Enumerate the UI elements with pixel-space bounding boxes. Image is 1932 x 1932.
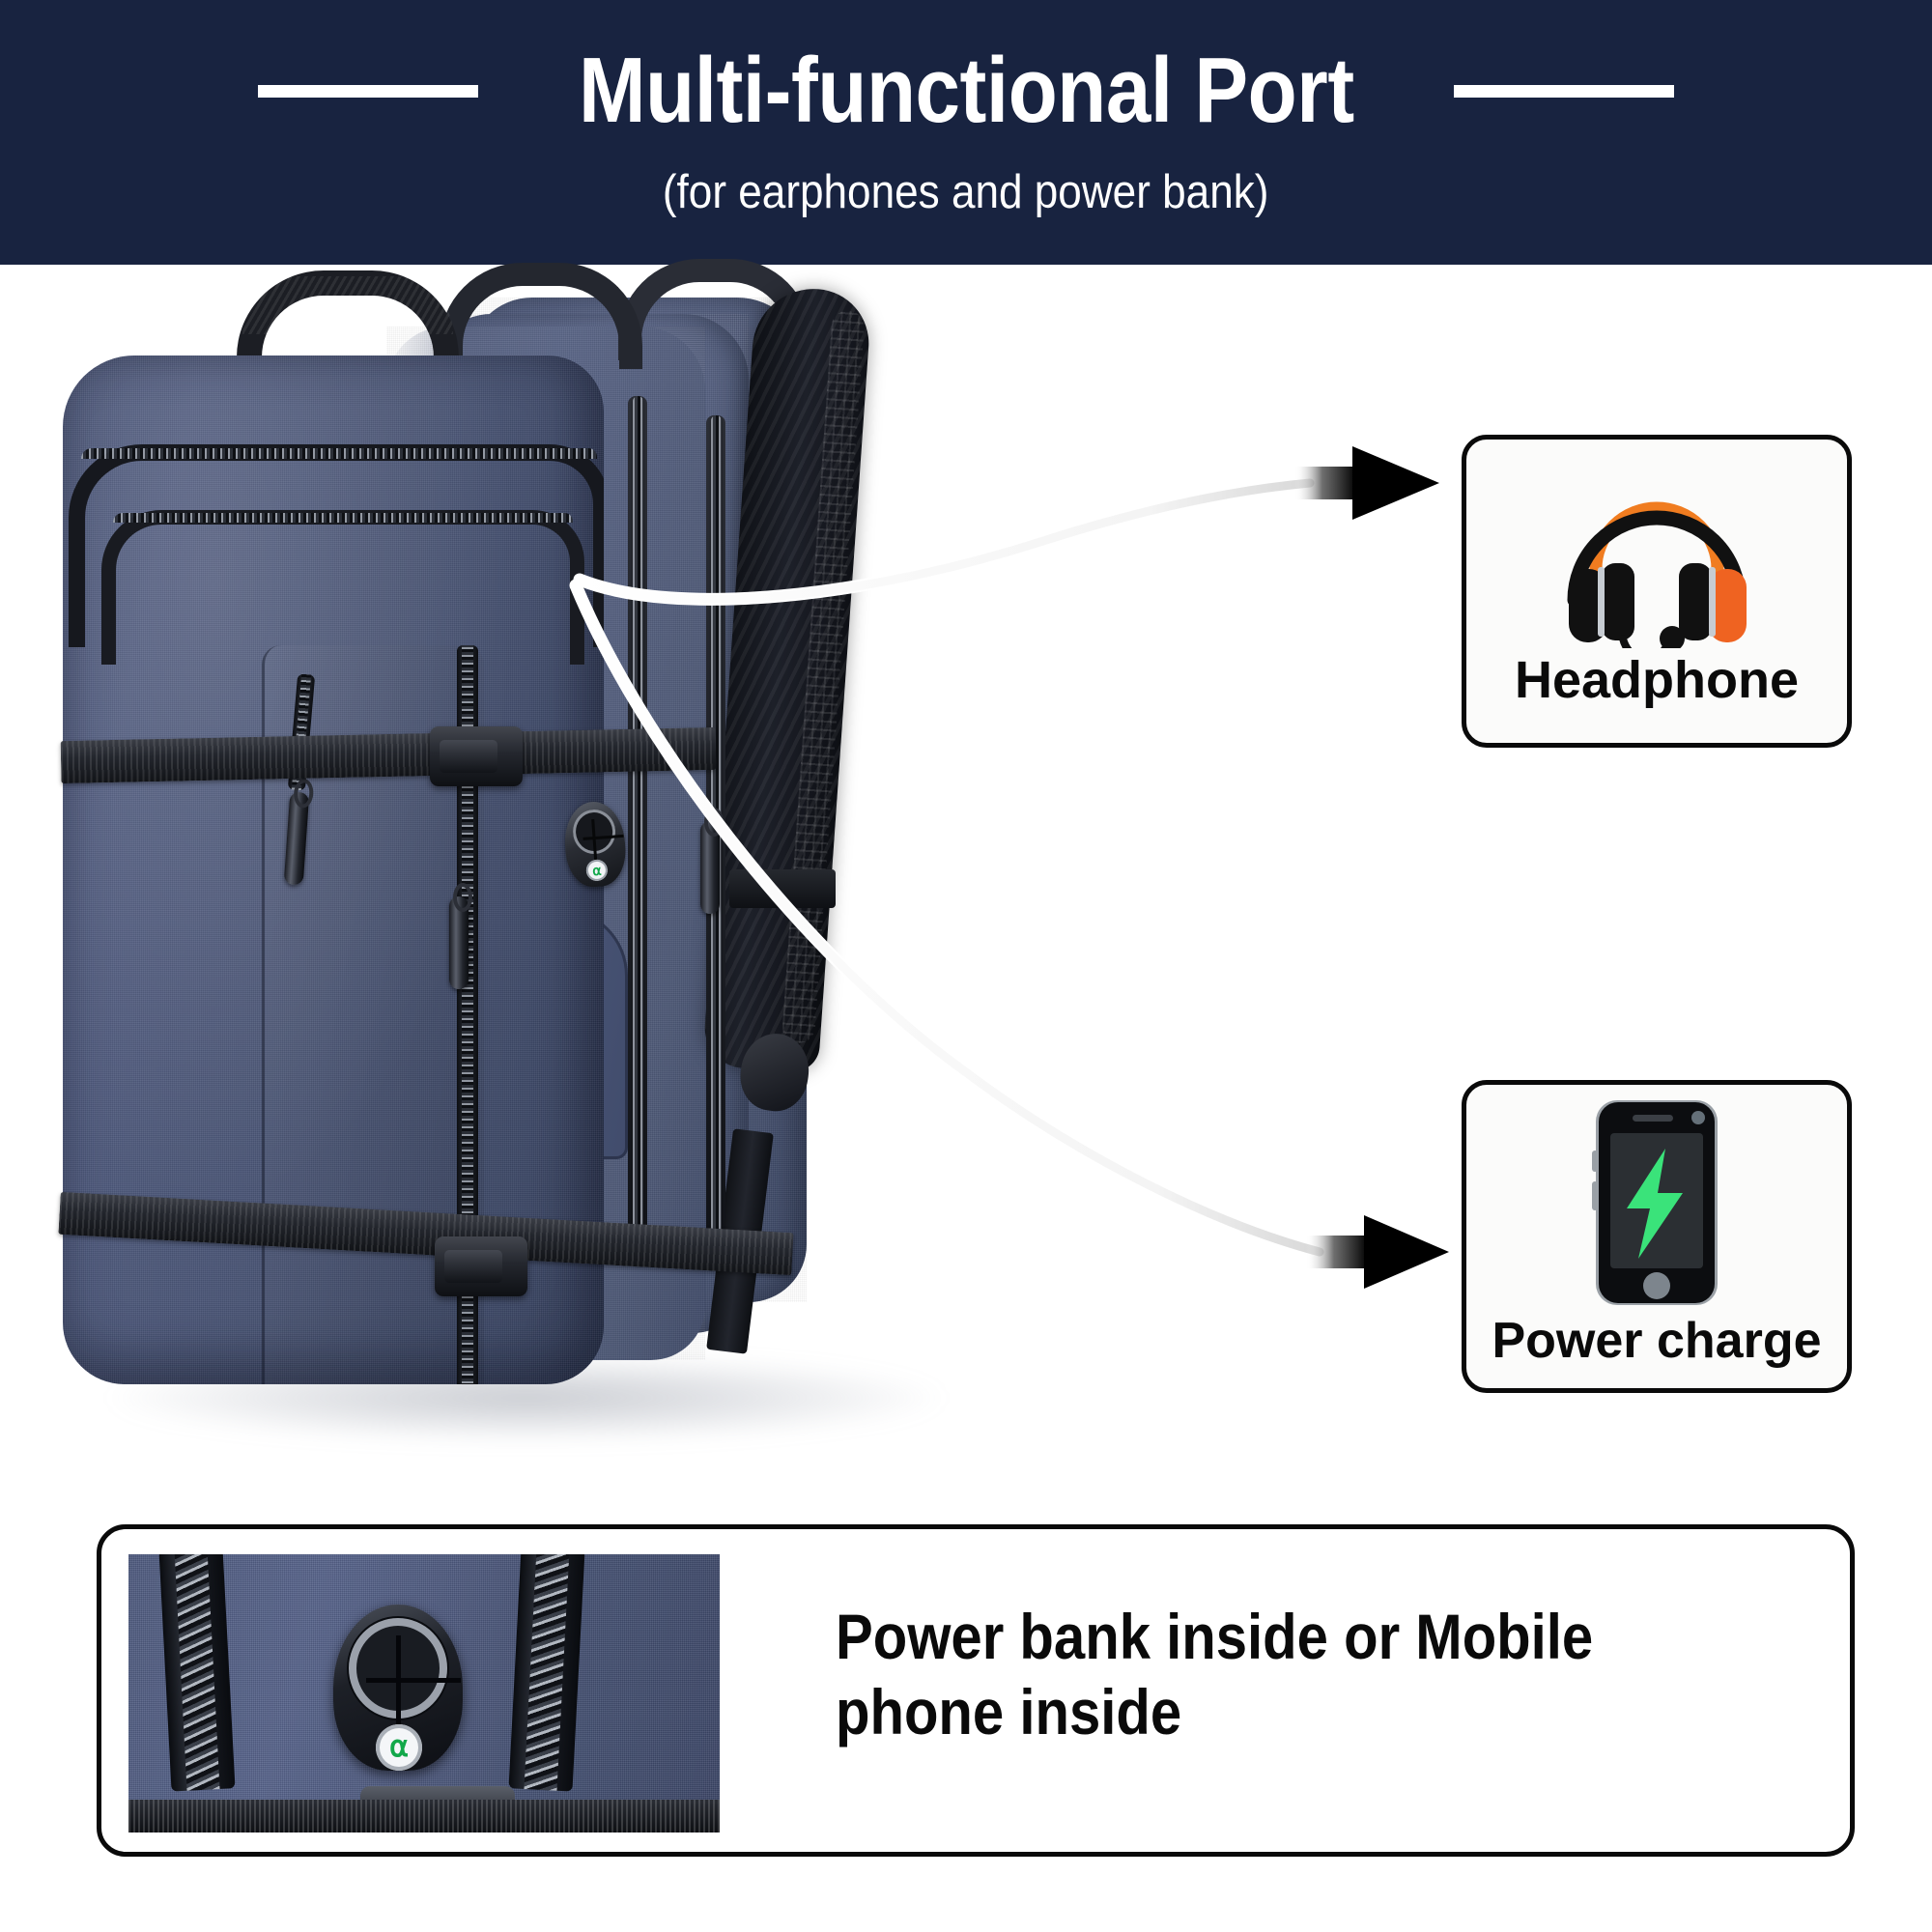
closeup-zipper-left bbox=[158, 1554, 236, 1792]
top-strap-buckle bbox=[430, 726, 523, 786]
strap-loop bbox=[729, 869, 836, 908]
zipper-teeth-rear-a bbox=[633, 396, 643, 1265]
closeup-port-opening bbox=[349, 1618, 461, 1728]
shoulder-strap-mesh bbox=[781, 309, 866, 1044]
headphone-glyph-icon: ⍺ bbox=[591, 862, 603, 879]
closeup-zipper-right bbox=[508, 1554, 585, 1792]
headset-icon bbox=[1546, 455, 1768, 664]
page-subtitle: (for earphones and power bank) bbox=[0, 164, 1932, 220]
callout-headphone-label: Headphone bbox=[1514, 651, 1800, 709]
closeup-webbing-strap bbox=[128, 1800, 720, 1833]
bottom-detail-panel: ⍺ Power bank inside or Mobile phone insi… bbox=[97, 1524, 1855, 1857]
body-vertical-zipper bbox=[457, 645, 478, 1384]
banner-dash-left bbox=[257, 84, 478, 98]
arrow-to-power-charge bbox=[1306, 1215, 1449, 1289]
callout-power-charge-label: Power charge bbox=[1492, 1313, 1822, 1369]
zipper-pull-body bbox=[449, 883, 472, 989]
product-photo: ⍺ bbox=[53, 259, 1135, 1478]
closeup-headphone-glyph-icon: ⍺ bbox=[389, 1731, 409, 1763]
banner-title-row: Multi-functional Port bbox=[0, 33, 1932, 149]
port-closeup-photo: ⍺ bbox=[128, 1554, 720, 1833]
backpack-handle-mid bbox=[440, 263, 642, 369]
port-headphone-badge: ⍺ bbox=[585, 859, 609, 882]
callout-power-charge[interactable]: Power charge bbox=[1462, 1080, 1852, 1393]
header-banner: Multi-functional Port (for earphones and… bbox=[0, 0, 1932, 265]
bottom-caption: Power bank inside or Mobile phone inside bbox=[836, 1599, 1802, 1749]
zipper-pull-rear bbox=[700, 808, 724, 914]
page-title: Multi-functional Port bbox=[578, 39, 1354, 142]
arrow-to-headphone bbox=[1294, 446, 1439, 520]
closeup-port-plate: ⍺ bbox=[333, 1605, 463, 1771]
closeup-headphone-badge: ⍺ bbox=[376, 1724, 422, 1771]
bottom-caption-line-1: Power bank inside or Mobile bbox=[836, 1601, 1594, 1672]
callout-headphone[interactable]: Headphone bbox=[1462, 435, 1852, 748]
page-subtitle-text: (for earphones and power bank) bbox=[663, 166, 1269, 218]
lid-zipper-inner bbox=[101, 510, 584, 665]
port-opening bbox=[571, 808, 624, 861]
banner-dash-right bbox=[1454, 84, 1675, 98]
bottom-strap-buckle bbox=[435, 1236, 527, 1296]
bottom-caption-line-2: phone inside bbox=[836, 1676, 1182, 1747]
smartphone-charging-icon bbox=[1584, 1096, 1729, 1309]
